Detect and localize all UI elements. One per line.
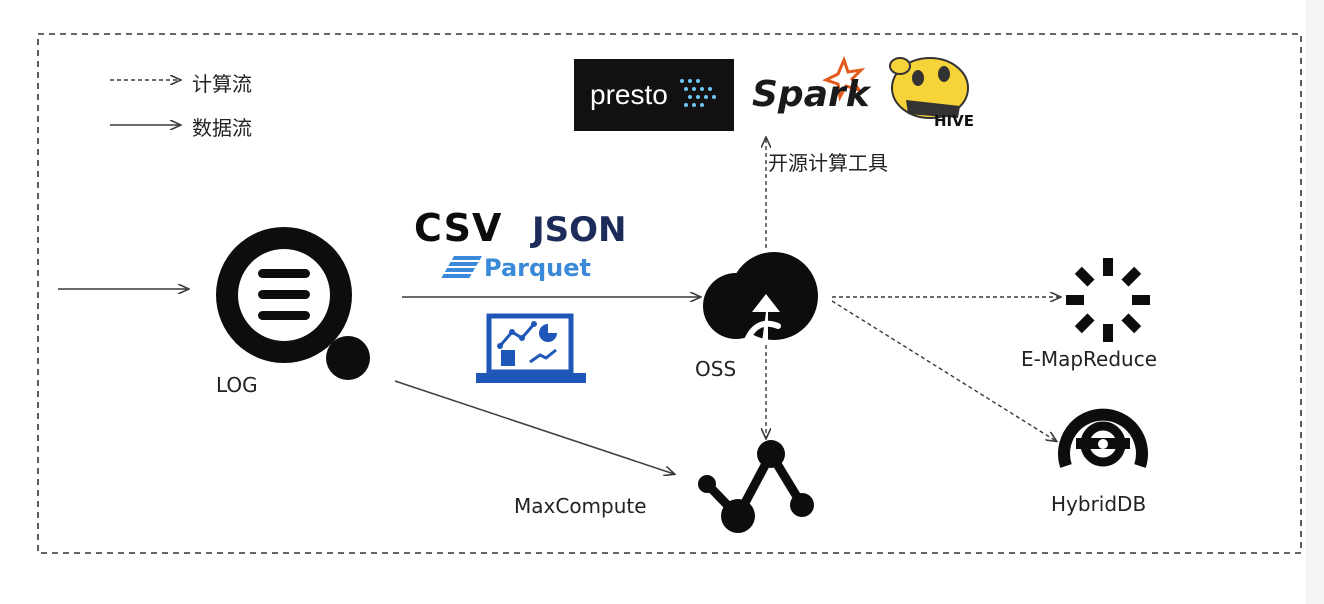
- log-icon: [216, 227, 370, 380]
- hive-logo-icon: [889, 57, 969, 119]
- oss-label: OSS: [695, 357, 737, 381]
- parquet-icon: [441, 256, 482, 278]
- diagram-frame: [37, 33, 1302, 554]
- json-format-label: JSON: [532, 210, 627, 250]
- analytics-laptop-icon: [476, 313, 586, 383]
- flow-log-to-maxcompute: [394, 380, 674, 474]
- hybriddb-label: HybridDB: [1051, 492, 1147, 516]
- emapreduce-icon: [1066, 258, 1150, 342]
- presto-dots-icon: [680, 79, 716, 107]
- legend-data-flow-label: 数据流: [192, 116, 252, 140]
- open-source-tools-label: 开源计算工具: [768, 151, 888, 175]
- legend-compute-flow-label: 计算流: [192, 72, 252, 96]
- flow-oss-to-hybriddb: [831, 300, 1056, 441]
- emapreduce-label: E-MapReduce: [1021, 347, 1158, 371]
- oss-cloud-icon: [703, 252, 818, 342]
- csv-format-label: CSV: [414, 206, 503, 250]
- presto-logo-text: presto: [590, 79, 668, 110]
- presto-logo: presto: [574, 59, 734, 131]
- log-label: LOG: [216, 373, 258, 397]
- hive-logo-text: HIVE: [934, 112, 974, 130]
- maxcompute-icon: [698, 440, 814, 533]
- parquet-format-label: Parquet: [484, 254, 591, 282]
- maxcompute-label: MaxCompute: [514, 494, 647, 518]
- hybriddb-icon: [1058, 408, 1148, 468]
- spark-star-icon: [822, 55, 866, 102]
- right-edge-strip: [1306, 0, 1324, 604]
- spark-logo-text: Spark: [752, 74, 870, 115]
